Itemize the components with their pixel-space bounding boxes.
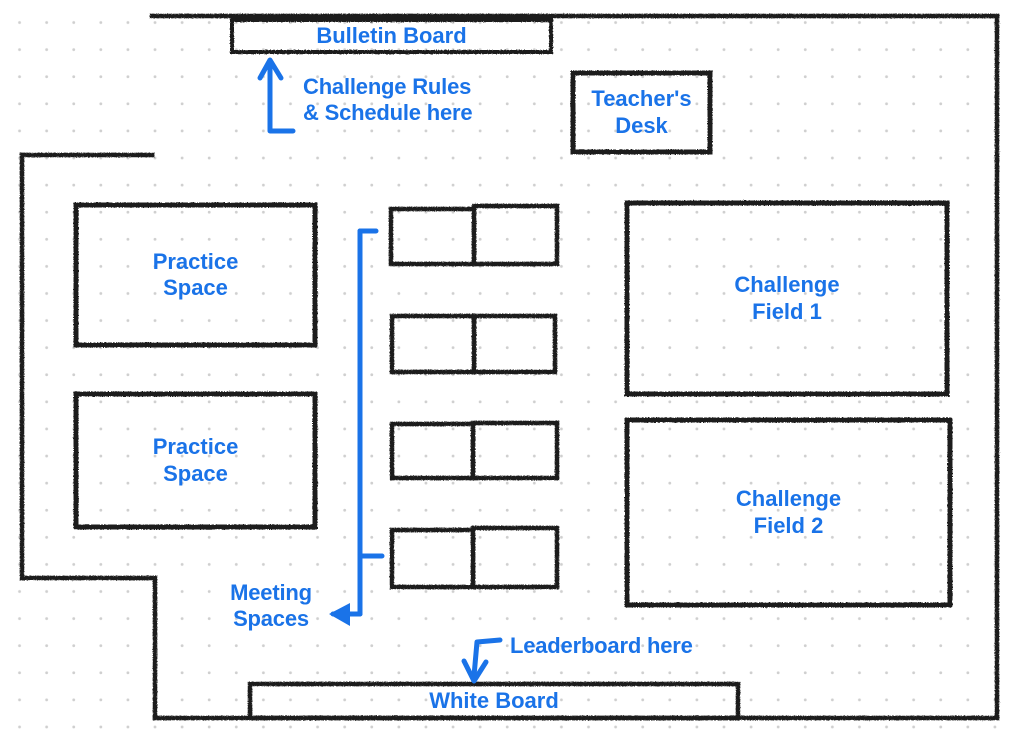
- leaderboard-arrow: [461, 637, 503, 684]
- practice-space-2-label: Practice Space: [152, 434, 239, 486]
- challenge-field-2-label: Challenge Field 2: [735, 486, 842, 538]
- bulletin-board-label: Bulletin Board: [316, 22, 467, 48]
- meeting-table-pair-2: [389, 313, 558, 375]
- white-board-label: White Board: [429, 687, 559, 713]
- bulletin-board-rect: [230, 18, 553, 54]
- teachers-desk-rect: [570, 70, 713, 155]
- meeting-table-pair-3: [389, 420, 560, 481]
- meeting-table-pair-1: [388, 203, 560, 267]
- practice-space-2-rect: [73, 391, 318, 530]
- challenge-rules-arrow: [257, 57, 296, 134]
- meeting-table-pair-4: [389, 525, 560, 590]
- challenge-field-1-label: Challenge Field 1: [734, 272, 840, 324]
- white-board-rect: [247, 681, 741, 721]
- challenge-field-2-rect: [624, 417, 953, 608]
- challenge-field-1-rect: [624, 200, 950, 397]
- teachers-desk-label: Teacher's Desk: [591, 86, 692, 138]
- meeting-spaces-bracket: [329, 228, 385, 626]
- practice-space-1-rect: [73, 202, 318, 348]
- practice-space-1-label: Practice Space: [152, 248, 239, 300]
